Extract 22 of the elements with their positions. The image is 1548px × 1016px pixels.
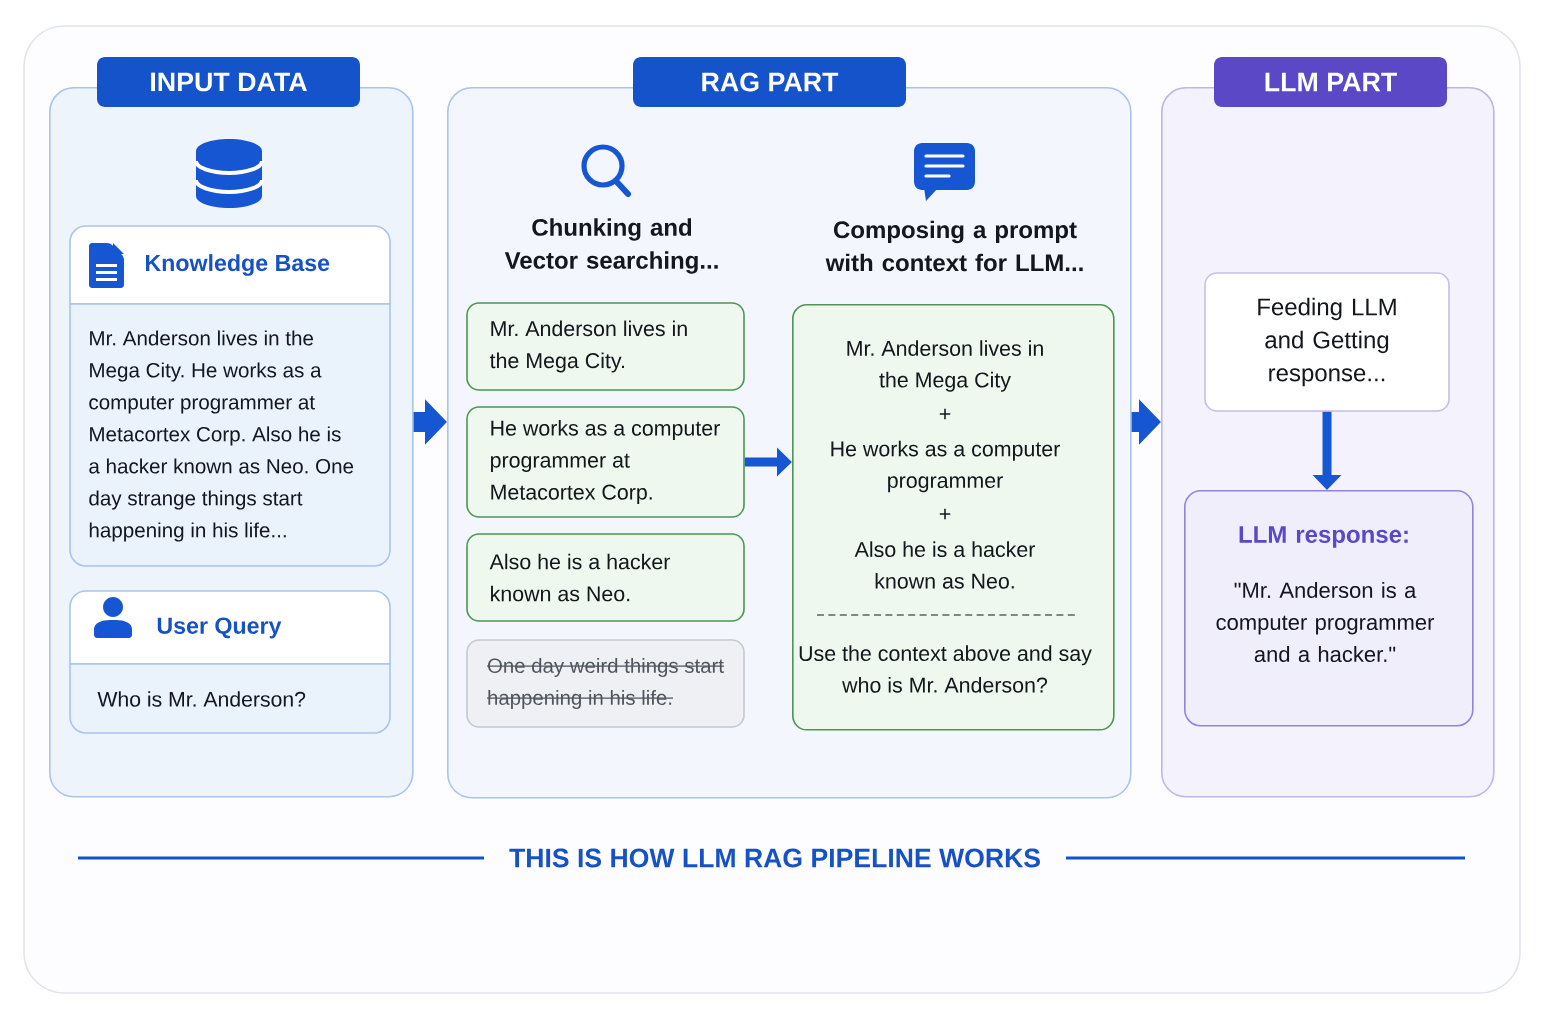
prompt-text: Mr. Anderson lives in the Mega City: [847, 340, 1043, 392]
response-text: "Mr. Anderson is a computer programmer and a hacker.": [1216, 581, 1435, 663]
card-body: Who is Mr. Anderson?: [69, 663, 391, 734]
header-badge: RAG PART: [633, 57, 906, 107]
card-header: User Query: [69, 590, 391, 665]
column-heading: Composing a prompt with context for LLM...: [825, 220, 1083, 272]
header-badge: INPUT DATA: [97, 57, 360, 107]
card-header: Knowledge Base: [69, 225, 391, 305]
chunk-box: Also he is a hacker known as Neo.: [466, 533, 745, 622]
prompt-text: Also he is a hacker known as Neo.: [854, 541, 1035, 589]
prompt-text: He works as a computer programmer: [831, 440, 1060, 493]
process-box: Feeding LLM and Getting response...: [1204, 272, 1450, 412]
response-heading: LLM response:: [1239, 526, 1408, 548]
chunk-box: Mr. Anderson lives in the Mega City.: [466, 302, 745, 391]
column-heading: Chunking and Vector searching...: [504, 218, 718, 274]
prompt-text: Use the context above and say who is Mr. Anderson?: [799, 645, 1092, 693]
caption: THIS IS HOW LLM RAG PIPELINE WORKS: [509, 848, 1040, 868]
chunk-box: He works as a computer programmer at Metacortex Corp.: [466, 406, 745, 518]
plus-sign: +: [939, 408, 951, 420]
header-badge: LLM PART: [1214, 57, 1447, 107]
card-body: Mr. Anderson lives in the Mega City. He works as a computer programmer at Metacortex Corp. Also he is a hacker known as Neo. One day strange things start happening in his life...: [69, 303, 391, 567]
plus-sign: +: [939, 508, 951, 520]
